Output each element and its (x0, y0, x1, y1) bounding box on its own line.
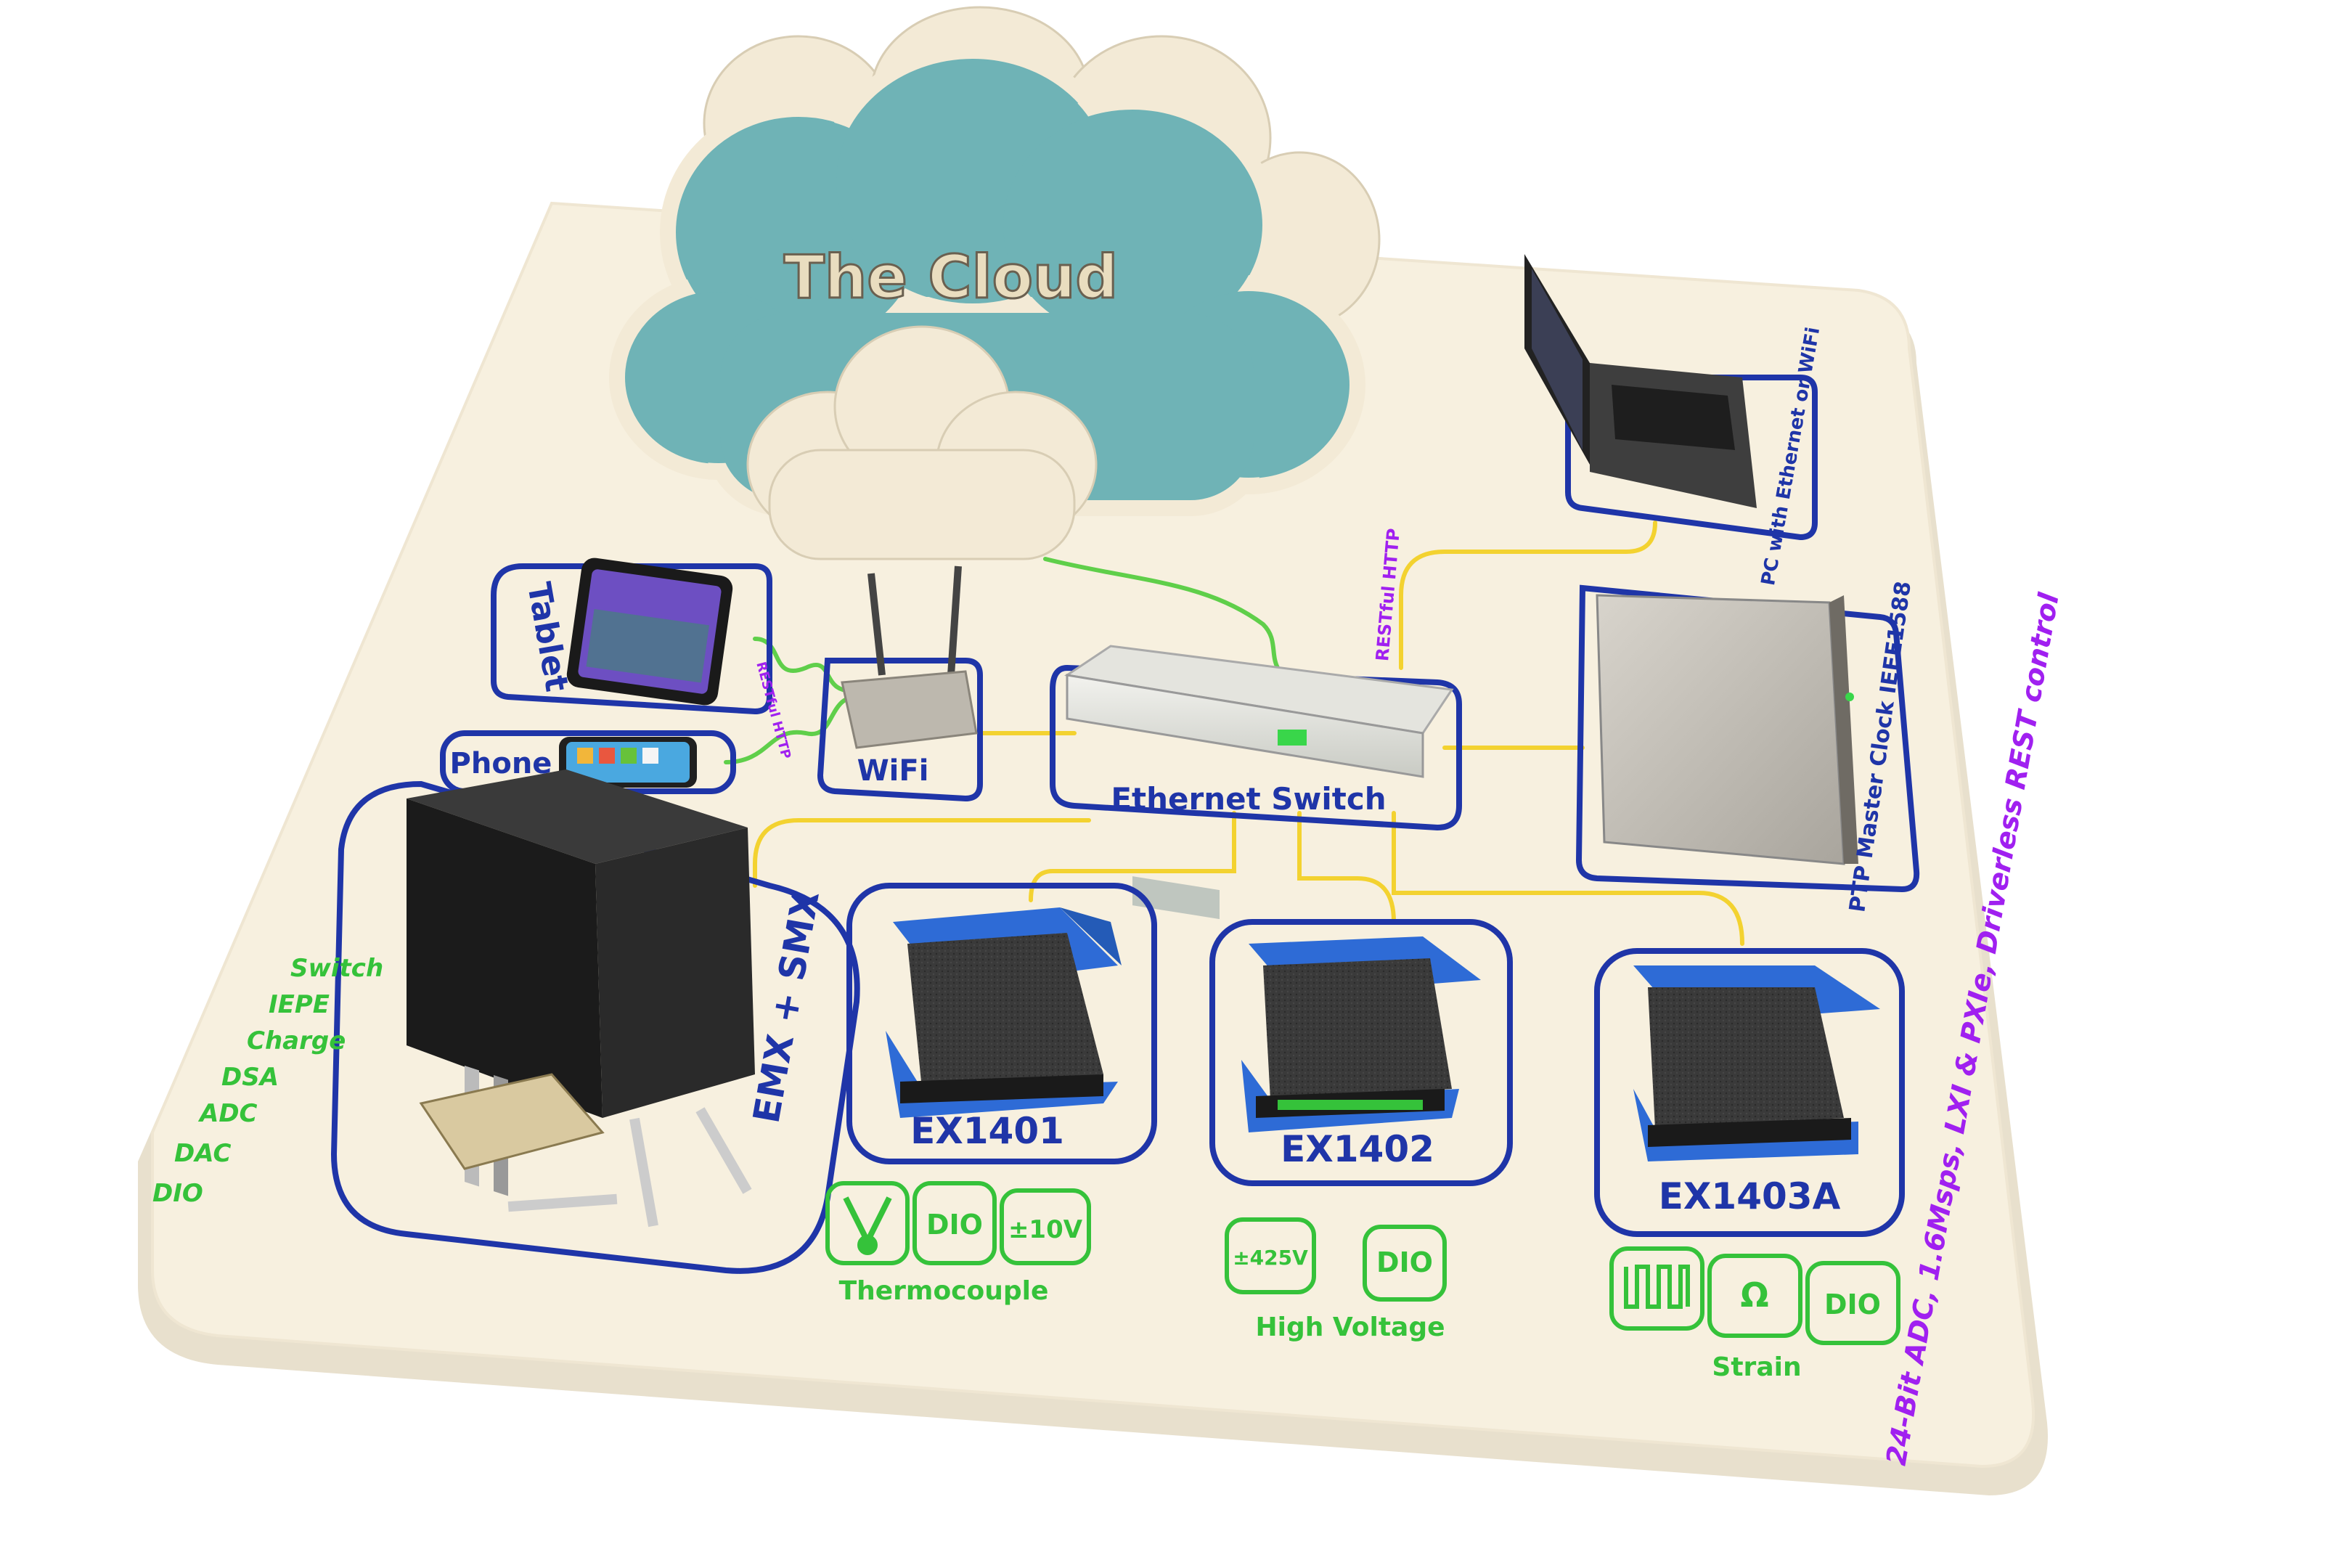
wifi-label: WiFi (857, 754, 929, 788)
thermocouple-label: Thermocouple (839, 1276, 1049, 1306)
signal-type-iepe: IEPE (269, 990, 330, 1019)
dio-icon-box-1403a (1805, 1261, 1900, 1345)
ex1401-label: EX1401 (910, 1110, 1064, 1152)
signal-type-switch: Switch (290, 954, 383, 983)
ohm-icon: Ω (1740, 1275, 1768, 1315)
ex1402-label: EX1402 (1281, 1128, 1434, 1170)
strain-gauge-icon (1624, 1265, 1690, 1309)
wifi-router-device (841, 565, 978, 749)
phone-device (559, 737, 697, 788)
dio-icon-1401: DIO (926, 1209, 983, 1241)
signal-type-adc: ADC (197, 1099, 258, 1128)
cloud: The Cloud (609, 6, 1381, 560)
dio-icon-box-1402 (1363, 1225, 1447, 1302)
strain-module: Ω DIO Strain (1609, 1246, 1900, 1382)
ex1402-zone[interactable]: EX1402 (1209, 919, 1513, 1186)
laptop-device (1524, 254, 1757, 508)
ethernet-switch-device (1063, 645, 1454, 920)
pm10v-icon: ±10V (1008, 1215, 1083, 1244)
dio-icon-box-1401 (912, 1181, 997, 1265)
ohm-icon-box (1707, 1254, 1802, 1338)
thermocouple-icon-box (825, 1181, 910, 1265)
thermocouple-icon (843, 1196, 892, 1255)
ex1402-device (1241, 936, 1481, 1132)
cable-switch-pc (1399, 520, 1657, 670)
pm425v-icon-box (1225, 1217, 1316, 1294)
cable-switch-ex1402 (1297, 811, 1396, 924)
pm10v-icon-box (1000, 1188, 1091, 1265)
ex1403a-device (1633, 965, 1880, 1161)
signal-type-dsa: DSA (221, 1063, 279, 1092)
cable-phone-wifi (724, 695, 859, 764)
ethernet-switch-zone[interactable]: Ethernet Switch RESTful HTTP (1050, 528, 1462, 920)
signal-type-charge: Charge (247, 1026, 346, 1055)
cable-switch-emx (753, 818, 1091, 888)
ex1403a-label: EX1403A (1659, 1175, 1841, 1217)
ptp-clock-device (1596, 594, 1858, 865)
emx-chassis-device (407, 769, 755, 1228)
dio-icon-1402: DIO (1376, 1246, 1433, 1278)
signal-type-dio: DIO (152, 1179, 203, 1208)
strain-label: Strain (1712, 1352, 1801, 1382)
ex1403a-zone[interactable]: EX1403A (1594, 948, 1905, 1237)
strain-gauge-icon-box (1609, 1246, 1704, 1331)
thermocouple-module: DIO ±10V Thermocouple (825, 1181, 1091, 1306)
ethernet-switch-label: Ethernet Switch (1111, 781, 1386, 817)
signal-type-list: Switch IEPE Charge DSA ADC DAC DIO (152, 954, 383, 1208)
signal-type-dac: DAC (174, 1139, 231, 1168)
cable-switch-ex1401 (1029, 811, 1236, 902)
phone-zone[interactable]: Phone (440, 730, 736, 794)
base-board (138, 201, 2048, 1495)
dio-icon-1403a: DIO (1824, 1289, 1881, 1320)
high-voltage-module: ±425V DIO High Voltage (1225, 1217, 1447, 1342)
cable-switch-ex1403a (1392, 811, 1744, 946)
pm425v-icon: ±425V (1233, 1246, 1308, 1270)
cables (724, 520, 1744, 946)
tablet-device (566, 558, 733, 706)
ex1401-device (886, 907, 1122, 1118)
phone-label: Phone (450, 747, 552, 780)
high-voltage-label: High Voltage (1255, 1312, 1445, 1342)
cable-switch-cloud (1043, 557, 1280, 670)
ex1401-zone[interactable]: EX1401 (846, 883, 1157, 1164)
cloud-title: The Cloud (784, 243, 1118, 312)
